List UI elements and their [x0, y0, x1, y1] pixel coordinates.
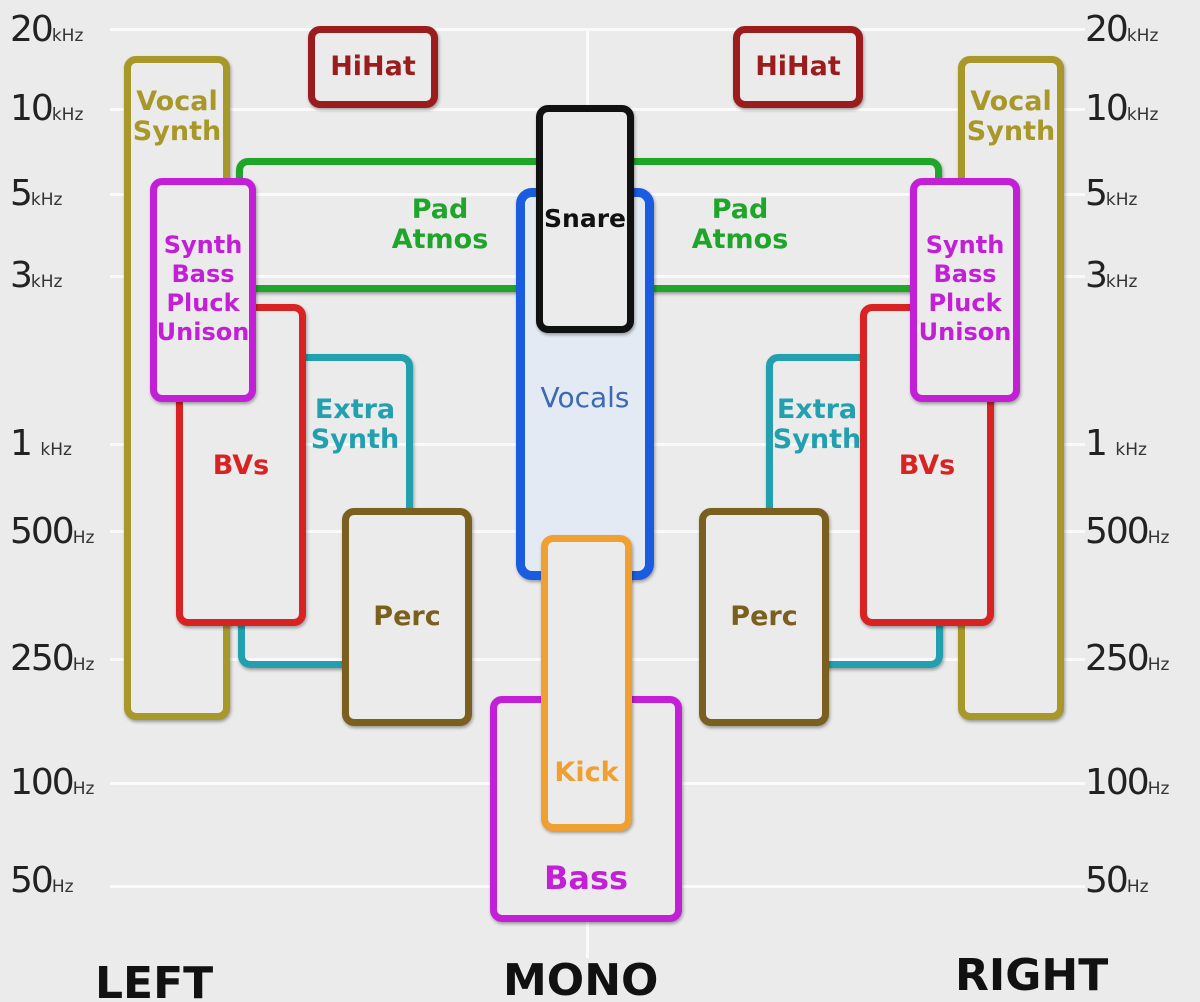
freq-label-left: 100Hz	[10, 762, 95, 803]
freq-label-left: 3kHz	[10, 255, 63, 296]
perc-right-box: Perc	[699, 508, 829, 726]
freq-label-left: 5kHz	[10, 173, 63, 214]
snare-box: Snare	[536, 105, 634, 333]
freq-label-right: 250Hz	[1085, 638, 1170, 679]
freq-label-left: 50Hz	[10, 860, 74, 901]
freq-label-right: 5kHz	[1085, 173, 1138, 214]
freq-label-right: 3kHz	[1085, 255, 1138, 296]
freq-label-left: 10kHz	[10, 88, 84, 129]
freq-label-right: 1 kHz	[1085, 423, 1147, 464]
freq-label-left: 20kHz	[10, 9, 84, 50]
hihat-right-box: HiHat	[733, 26, 863, 108]
freq-label-right: 10kHz	[1085, 88, 1159, 129]
kick-box: Kick	[541, 535, 632, 831]
perc-left-box: Perc	[342, 508, 472, 726]
freq-label-right: 100Hz	[1085, 762, 1170, 803]
freq-label-left: 500Hz	[10, 511, 95, 552]
channel-label-mono: MONO	[503, 955, 659, 1002]
freq-label-right: 50Hz	[1085, 860, 1149, 901]
hihat-left-box: HiHat	[308, 26, 438, 108]
freq-label-right: 500Hz	[1085, 511, 1170, 552]
freq-label-left: 250Hz	[10, 638, 95, 679]
freq-label-right: 20kHz	[1085, 9, 1159, 50]
gridline-20k	[110, 28, 1085, 31]
channel-label-left: LEFT	[95, 958, 214, 1002]
channel-label-right: RIGHT	[955, 950, 1109, 1001]
freq-label-left: 1 kHz	[10, 423, 72, 464]
